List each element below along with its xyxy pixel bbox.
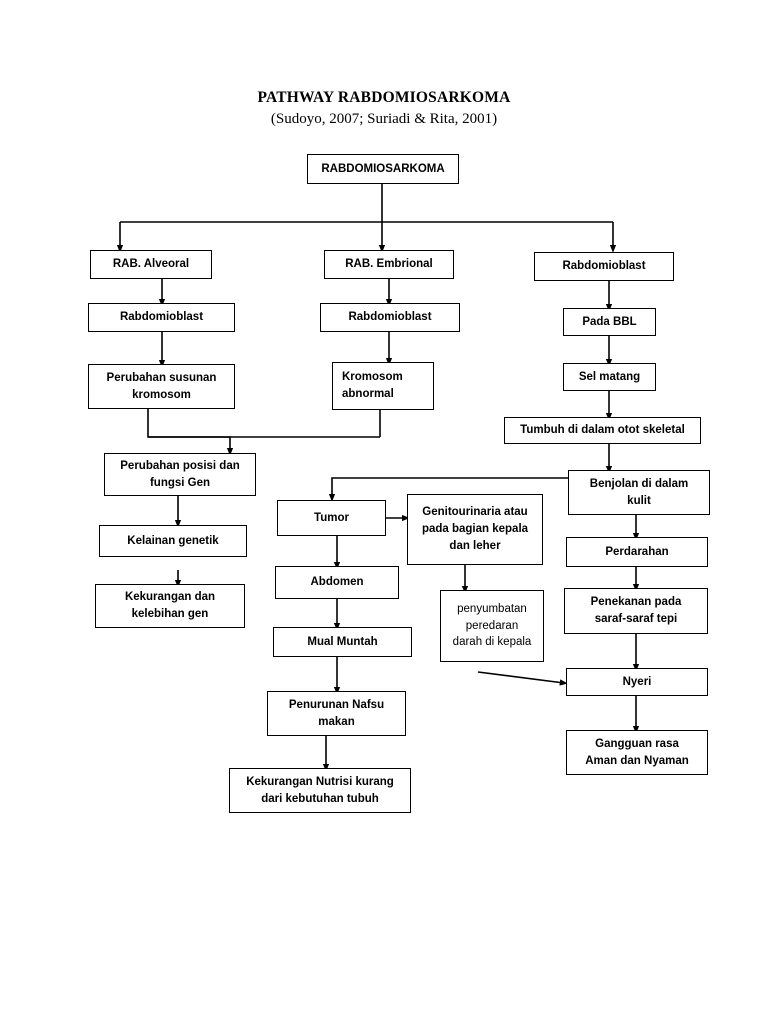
node-rabdomioblast-embrional[interactable]: Rabdomioblast <box>320 303 460 332</box>
node-penekanan-saraf-tepi[interactable]: Penekanan pada saraf-saraf tepi <box>564 588 708 634</box>
node-label: RABDOMIOSARKOMA <box>321 162 445 175</box>
node-label: Rabdomioblast <box>119 311 204 324</box>
node-kekurangan-nutrisi[interactable]: Kekurangan Nutrisi kurang dari kebutuhan… <box>229 768 411 813</box>
node-kromosom-abnormal[interactable]: Kromosom abnormal <box>332 362 434 410</box>
node-kekurangan-kelebihan-gen[interactable]: Kekurangan dan kelebihan gen <box>95 584 245 628</box>
node-label: Perubahan susunan kromosom <box>106 371 217 401</box>
node-gangguan-rasa-aman-nyaman[interactable]: Gangguan rasa Aman dan Nyaman <box>566 730 708 775</box>
node-genitourinaria[interactable]: Genitourinaria atau pada bagian kepala d… <box>407 494 543 565</box>
page-title: PATHWAY RABDOMIOSARKOMA <box>257 89 511 106</box>
node-label: Sel matang <box>578 370 641 383</box>
node-label: Rabdomioblast <box>562 260 646 273</box>
node-penyumbatan-peredaran-darah[interactable]: penyumbatan peredaran darah di kepala <box>440 590 544 662</box>
node-abdomen[interactable]: Abdomen <box>275 566 399 599</box>
node-perubahan-susunan-kromosom[interactable]: Perubahan susunan kromosom <box>88 364 235 409</box>
node-label: Perubahan posisi dan fungsi Gen <box>120 459 240 489</box>
title-block: PATHWAY RABDOMIOSARKOMA (Sudoyo, 2007; S… <box>0 88 768 130</box>
node-label: Penekanan pada saraf-saraf tepi <box>590 596 682 625</box>
node-perdarahan[interactable]: Perdarahan <box>566 537 708 567</box>
node-label: Perdarahan <box>605 545 669 558</box>
page-subtitle: (Sudoyo, 2007; Suriadi & Rita, 2001) <box>270 111 498 128</box>
node-rab-alveoral[interactable]: RAB. Alveoral <box>90 250 212 279</box>
node-label: RAB. Embrional <box>345 258 433 271</box>
node-label: Kekurangan Nutrisi kurang dari kebutuhan… <box>246 775 394 805</box>
node-label: Mual Muntah <box>307 635 378 648</box>
node-label: penyumbatan peredaran darah di kepala <box>452 602 532 649</box>
node-label: Penurunan Nafsu makan <box>288 698 385 728</box>
node-rab-embrional[interactable]: RAB. Embrional <box>324 250 454 279</box>
node-pada-bbl[interactable]: Pada BBL <box>563 308 656 336</box>
node-label: Kekurangan dan kelebihan gen <box>124 591 216 620</box>
node-label: Kromosom abnormal <box>342 371 403 400</box>
node-tumbuh-otot-skeletal[interactable]: Tumbuh di dalam otot skeletal <box>504 417 701 444</box>
node-sel-matang[interactable]: Sel matang <box>563 363 656 391</box>
node-label: Rabdomioblast <box>348 311 432 324</box>
node-perubahan-posisi-fungsi-gen[interactable]: Perubahan posisi dan fungsi Gen <box>104 453 256 496</box>
node-nyeri[interactable]: Nyeri <box>566 668 708 696</box>
node-label: Kelainan genetik <box>127 534 219 547</box>
node-kelainan-genetik[interactable]: Kelainan genetik <box>99 525 247 557</box>
node-benjolan-dalam-kulit[interactable]: Benjolan di dalam kulit <box>568 470 710 515</box>
node-rabdomioblast-right[interactable]: Rabdomioblast <box>534 252 674 281</box>
node-rabdomiosarkoma[interactable]: RABDOMIOSARKOMA <box>307 154 459 184</box>
node-label: Gangguan rasa Aman dan Nyaman <box>585 737 689 767</box>
node-label: Nyeri <box>622 675 652 688</box>
node-rabdomioblast-alveoral[interactable]: Rabdomioblast <box>88 303 235 332</box>
node-label: RAB. Alveoral <box>112 258 190 271</box>
node-mual-muntah[interactable]: Mual Muntah <box>273 627 412 657</box>
node-label: Benjolan di dalam kulit <box>589 477 689 507</box>
node-tumor[interactable]: Tumor <box>277 500 386 536</box>
node-label: Genitourinaria atau pada bagian kepala d… <box>421 506 529 552</box>
node-label: Pada BBL <box>582 315 637 328</box>
node-label: Abdomen <box>310 576 364 589</box>
node-label: Tumor <box>314 511 349 524</box>
node-penurunan-nafsu-makan[interactable]: Penurunan Nafsu makan <box>267 691 406 736</box>
node-label: Tumbuh di dalam otot skeletal <box>520 424 685 437</box>
